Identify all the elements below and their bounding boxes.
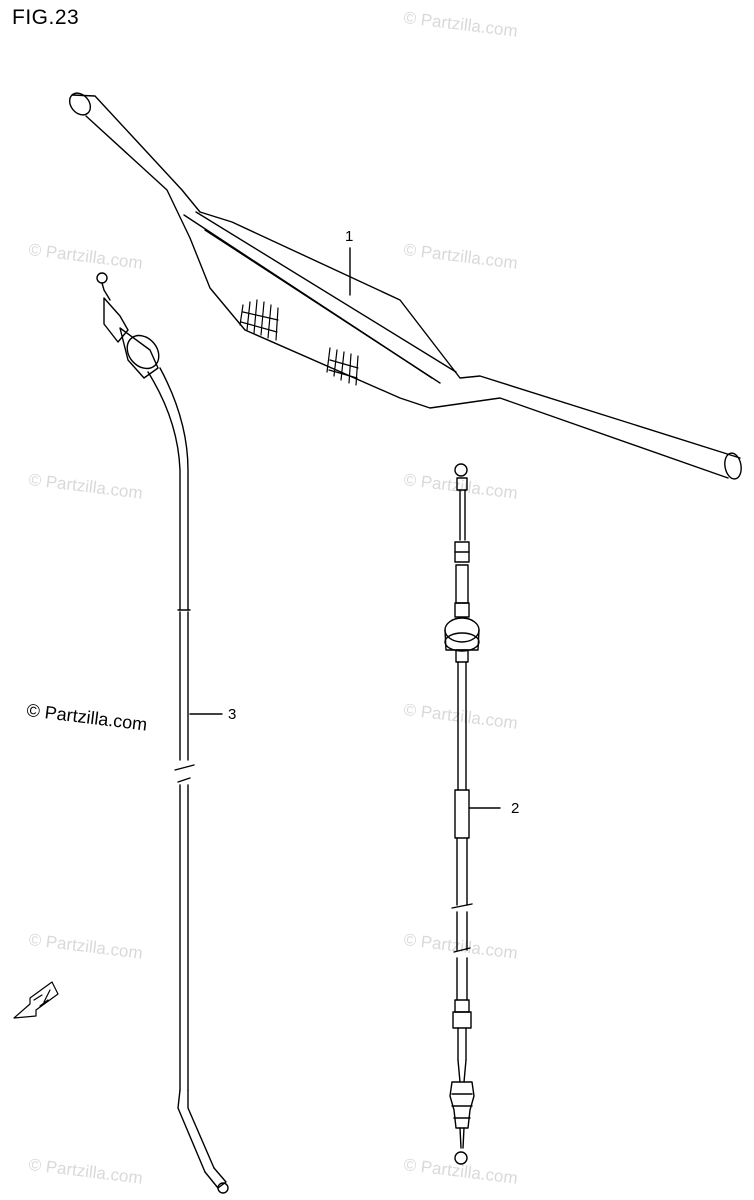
knurl-band-left [239, 299, 279, 341]
throttle-cable[interactable] [96, 272, 229, 1194]
callout-2: 2 [511, 800, 520, 817]
callout-1: 1 [345, 228, 354, 245]
callout-3: 3 [228, 706, 237, 723]
forward-arrow-icon [13, 981, 59, 1019]
knurl-band-right [326, 347, 359, 386]
clutch-cable[interactable] [444, 463, 480, 1165]
handlebar[interactable] [65, 89, 743, 480]
figure-title: FIG.23 [12, 6, 80, 29]
